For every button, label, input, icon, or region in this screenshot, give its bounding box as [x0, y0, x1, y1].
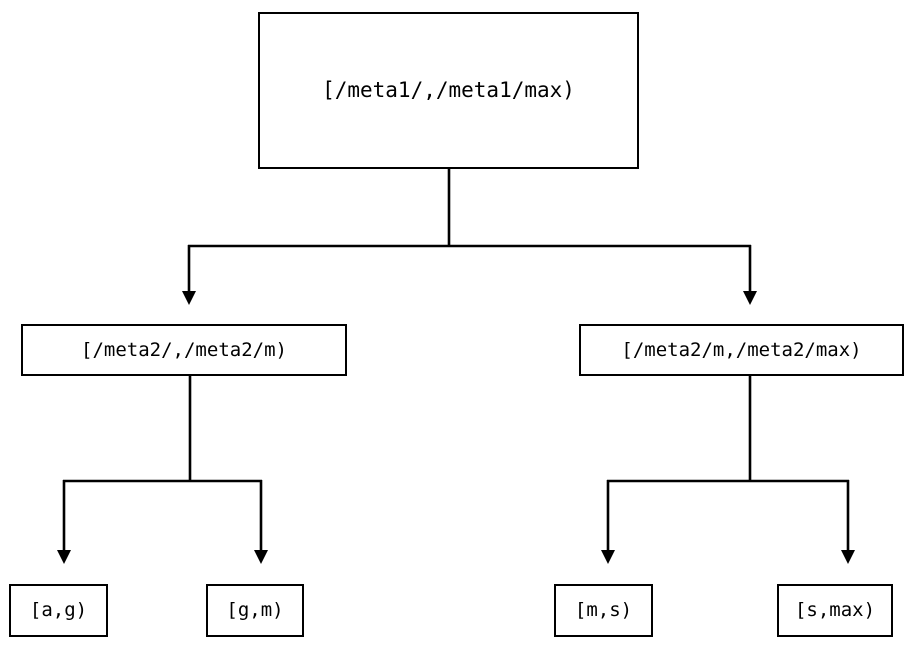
tree-leaf-g-m-label: [g,m) [226, 599, 284, 621]
tree-node-right-branch[interactable]: [/meta2/m,/meta2/max) [579, 324, 904, 376]
tree-leaf-g-m[interactable]: [g,m) [206, 584, 304, 637]
tree-leaf-a-g[interactable]: [a,g) [9, 584, 108, 637]
tree-node-right-branch-label: [/meta2/m,/meta2/max) [621, 338, 862, 361]
arrowhead-left-branch-to-leaf-gm [254, 550, 268, 564]
tree-node-root[interactable]: [/meta1/,/meta1/max) [258, 12, 639, 169]
arrowhead-root-to-right-branch [743, 291, 757, 305]
tree-leaf-s-max-label: [s,max) [794, 599, 876, 621]
tree-leaf-m-s-label: [m,s) [574, 599, 633, 621]
tree-node-root-label: [/meta1/,/meta1/max) [322, 78, 575, 102]
arrowhead-left-branch-to-leaf-ag [57, 550, 71, 564]
arrowhead-root-to-left-branch [182, 291, 196, 305]
tree-node-left-branch[interactable]: [/meta2/,/meta2/m) [21, 324, 347, 376]
tree-leaf-a-g-label: [a,g) [29, 599, 88, 621]
tree-leaf-m-s[interactable]: [m,s) [554, 584, 653, 637]
arrowhead-right-branch-to-leaf-ms [601, 550, 615, 564]
arrowhead-right-branch-to-leaf-smax [841, 550, 855, 564]
tree-node-left-branch-label: [/meta2/,/meta2/m) [81, 338, 287, 361]
tree-leaf-s-max[interactable]: [s,max) [777, 584, 893, 637]
